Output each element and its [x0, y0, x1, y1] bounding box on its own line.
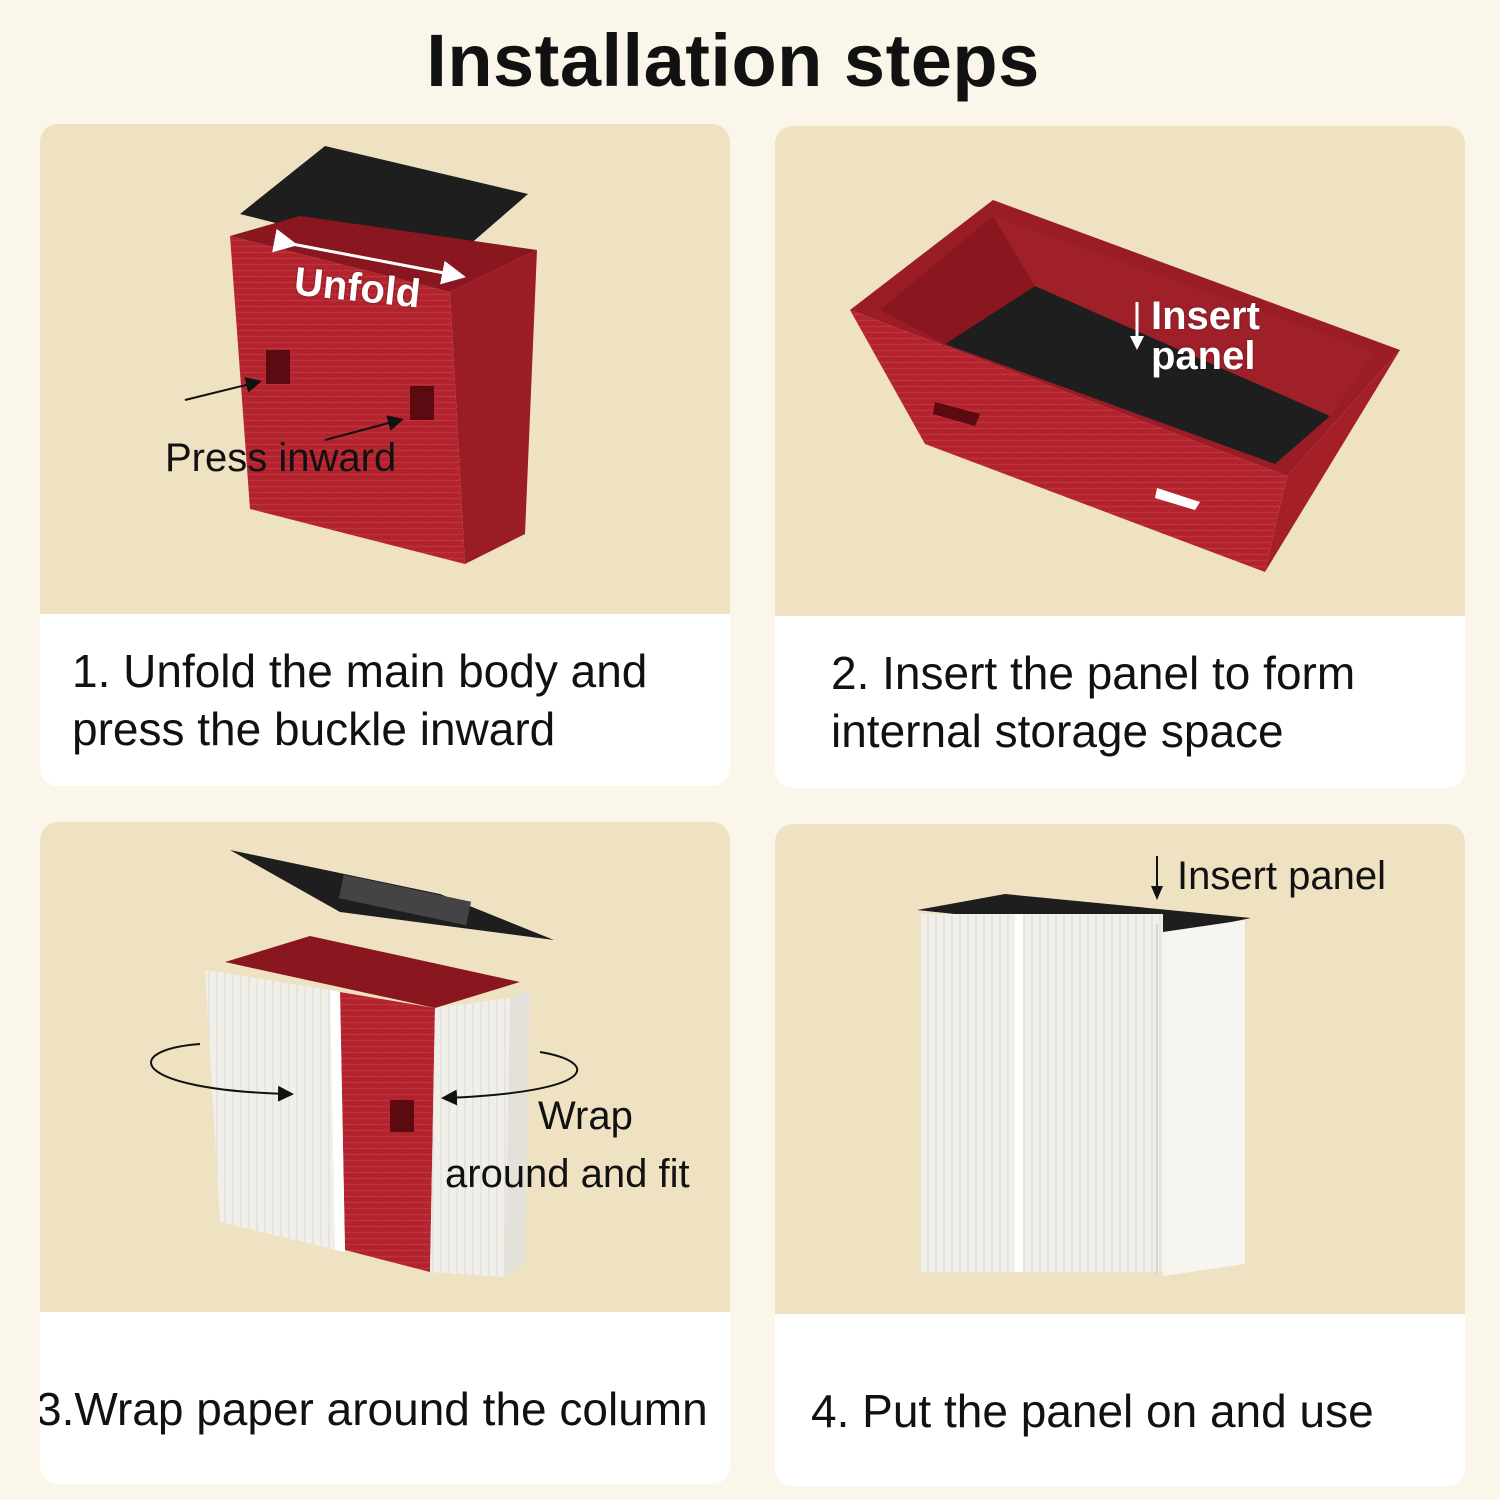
press-inward-label: Press inward: [165, 436, 397, 480]
step-3-card: Wrap around and fit 3.Wrap paper around …: [40, 822, 730, 1484]
page-title: Installation steps: [426, 19, 1040, 102]
wrap-label-line2: around and fit: [445, 1152, 690, 1196]
step-3-illustration: Wrap around and fit: [40, 822, 730, 1312]
step-1-card: Unfold Press inward 1. Unfold the main b…: [40, 124, 730, 786]
step-1-illustration: Unfold Press inward: [40, 124, 730, 614]
step-2-illustration: Insert panel: [775, 126, 1465, 616]
step-3-caption: 3.Wrap paper around the column: [40, 1383, 708, 1435]
step-4-illustration: Insert panel: [775, 824, 1465, 1314]
step-2-card: Insert panel 2. Insert the panel to form…: [775, 126, 1465, 788]
step-2-caption: 2. Insert the panel to form internal sto…: [831, 647, 1356, 757]
step-4-caption: 4. Put the panel on and use: [811, 1385, 1374, 1437]
insert-panel-label: Insert panel: [1177, 854, 1387, 898]
insert-panel-label-line2: panel: [1151, 334, 1256, 378]
step-1-caption: 1. Unfold the main body and press the bu…: [72, 645, 648, 755]
insert-panel-label-line1: Insert: [1151, 294, 1260, 338]
wrap-label-line1: Wrap: [538, 1094, 633, 1138]
step-4-card: Insert panel 4. Put the panel on and use: [775, 824, 1465, 1486]
